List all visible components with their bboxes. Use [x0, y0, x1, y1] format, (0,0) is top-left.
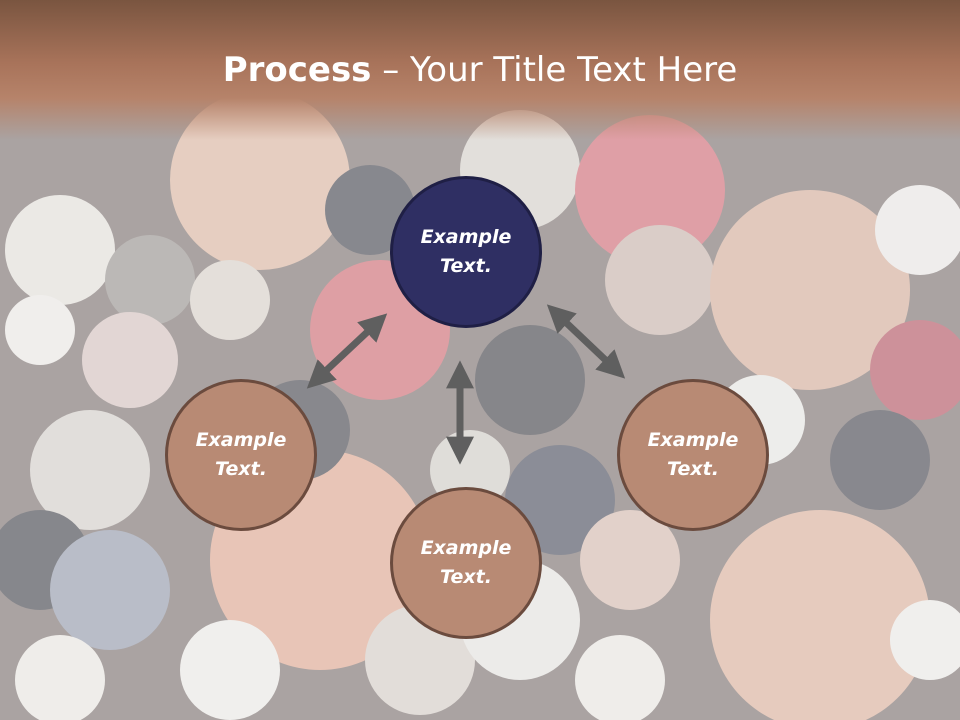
node-left-line1: Example	[195, 429, 287, 451]
arrow-center-left	[306, 313, 388, 389]
node-right-line2: Text.	[667, 458, 719, 480]
node-center-line2: Text.	[440, 255, 492, 277]
arrow-center-right	[546, 304, 626, 379]
node-right-line1: Example	[647, 429, 739, 451]
node-center-line1: Example	[420, 226, 512, 248]
node-bottom-line1: Example	[420, 537, 512, 559]
node-left-line2: Text.	[215, 458, 267, 480]
slide-title: Process – Your Title Text Here	[0, 50, 960, 90]
title-bold: Process	[222, 50, 372, 90]
title-bar	[0, 0, 960, 140]
node-bottom-line2: Text.	[440, 566, 492, 588]
title-rest: – Your Title Text Here	[371, 50, 738, 90]
